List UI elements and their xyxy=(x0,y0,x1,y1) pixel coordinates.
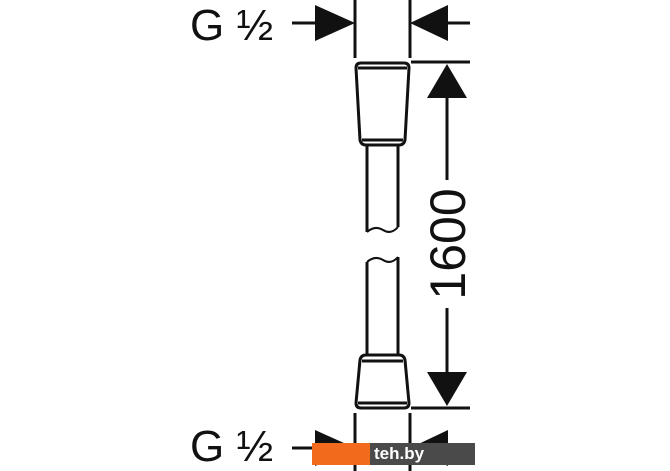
logo-text: teh.by xyxy=(370,443,475,465)
arrow-down-icon xyxy=(427,372,467,406)
arrow-left-icon xyxy=(410,5,448,41)
thread-size-bottom: G ½ xyxy=(190,422,274,471)
top-fitting xyxy=(354,61,411,147)
logo-orange-block xyxy=(312,443,370,465)
watermark-logo: teh.by xyxy=(312,443,475,465)
hose-upper xyxy=(365,145,400,232)
thread-size-top: G ½ xyxy=(190,1,274,50)
arrow-up-icon xyxy=(427,64,467,98)
hose-lower xyxy=(365,257,400,355)
arrow-right-icon xyxy=(315,5,355,41)
length-dimension-label: 1600 xyxy=(420,188,476,299)
bottom-fitting xyxy=(354,353,411,410)
